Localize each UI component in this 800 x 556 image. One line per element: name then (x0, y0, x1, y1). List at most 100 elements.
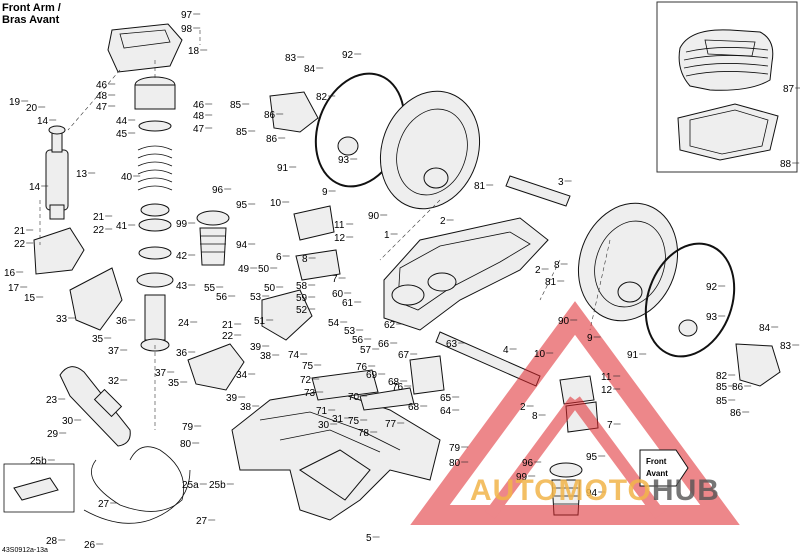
part-label: 47 (96, 102, 108, 113)
part-label: 31 (332, 414, 344, 425)
handle-23 (59, 366, 131, 447)
part-label: 32 (108, 376, 120, 387)
part-label: 85 (716, 396, 728, 407)
part-label: 24 (178, 318, 190, 329)
part-label: 63 (446, 339, 458, 350)
part-label: 20 (26, 103, 38, 114)
part-label: 26 (84, 540, 96, 551)
part-label: 22 (222, 331, 234, 342)
part-label: 9 (587, 333, 593, 344)
part-label: 49 (238, 264, 250, 275)
part-label: 13 (76, 169, 88, 180)
bracket-82-right (735, 343, 781, 387)
part-label: 25b (30, 456, 47, 467)
part-label: 25b (209, 480, 226, 491)
part-label: 95 (586, 452, 598, 463)
part-label: 85 (716, 382, 728, 393)
part-label: 76 (392, 382, 404, 393)
watermark-part1: AUTOMOTO (470, 474, 652, 507)
knuckle-51 (261, 289, 313, 341)
part-label: 28 (46, 536, 58, 547)
part-label: 79 (182, 422, 194, 433)
part-label: 35 (168, 378, 180, 389)
front-direction-sign: Front Avant (639, 449, 689, 487)
assembly-lines (39, 30, 611, 430)
part-label: 10 (534, 349, 546, 360)
part-label: 76 (356, 362, 368, 373)
part-label: 53 (344, 326, 356, 337)
part-label: 56 (352, 335, 364, 346)
part-label: 4 (503, 345, 509, 356)
part-label: 6 (276, 252, 282, 263)
disc-90-left (379, 90, 481, 210)
part-label: 88 (780, 159, 792, 170)
part-label: 22 (14, 239, 26, 250)
part-label: 38 (240, 402, 252, 413)
part-label: 92 (342, 50, 354, 61)
part-label: 18 (188, 46, 200, 57)
part-label: 46 (96, 80, 108, 91)
part-label: 69 (366, 370, 378, 381)
part-label: 80 (180, 439, 192, 450)
part-label: 87 (783, 84, 795, 95)
bellows-94 (196, 210, 230, 266)
part-label: 93 (706, 312, 718, 323)
shock-absorber-13 (45, 125, 69, 220)
part-label: 30 (318, 420, 330, 431)
part-label: 96 (522, 458, 534, 469)
part-label: 86 (264, 110, 276, 121)
part-label: 80 (449, 458, 461, 469)
part-label: 81 (474, 181, 486, 192)
part-label: 21 (93, 212, 105, 223)
diagram-title: Front Arm / Bras Avant (2, 2, 61, 26)
spring-stack-40 (134, 76, 176, 352)
part-label: 53 (250, 292, 262, 303)
part-label: 21 (222, 320, 234, 331)
part-label: 39 (226, 393, 238, 404)
part-label: 2 (520, 402, 526, 413)
part-label: 41 (116, 221, 128, 232)
part-label: 48 (96, 91, 108, 102)
part-label: 29 (47, 429, 59, 440)
disc-90-right (577, 202, 679, 322)
part-label: 8 (532, 411, 538, 422)
cable-26 (83, 446, 191, 524)
watermark-text: AUTOMOTOHUB (470, 474, 720, 508)
part-label: 68 (388, 377, 400, 388)
part-label: 12 (334, 233, 346, 244)
part-label: 93 (338, 155, 350, 166)
part-label: 37 (108, 346, 120, 357)
ring-91-right (644, 242, 736, 358)
part-label: 85 (230, 100, 242, 111)
part-label: 59 (296, 293, 308, 304)
part-label: 75 (302, 361, 314, 372)
bracket-7-left (293, 205, 341, 281)
part-label: 58 (296, 281, 308, 292)
part-label: 39 (250, 342, 262, 353)
part-label: 84 (759, 323, 771, 334)
part-label: 95 (236, 200, 248, 211)
part-label: 50 (264, 283, 276, 294)
part-label: 66 (378, 339, 390, 350)
front-sign-line2: Avant (646, 469, 668, 478)
part-label: 42 (176, 251, 188, 262)
shaft-3 (505, 175, 571, 207)
part-label: 83 (780, 341, 792, 352)
part-label: 40 (121, 172, 133, 183)
part-label: 85 (236, 127, 248, 138)
part-label: 11 (334, 220, 345, 231)
part-label: 36 (116, 316, 128, 327)
link-set-70 (311, 369, 415, 411)
part-label: 84 (304, 64, 316, 75)
cover-33 (69, 267, 123, 331)
part-label: 33 (56, 314, 68, 325)
part-label: 99 (516, 472, 528, 483)
part-label: 71 (316, 406, 328, 417)
part-label: 62 (384, 320, 396, 331)
part-label: 48 (193, 111, 205, 122)
title-french: Bras Avant (2, 14, 60, 26)
part-label: 67 (398, 350, 410, 361)
part-label: 37 (155, 368, 167, 379)
part-label: 19 (9, 97, 21, 108)
